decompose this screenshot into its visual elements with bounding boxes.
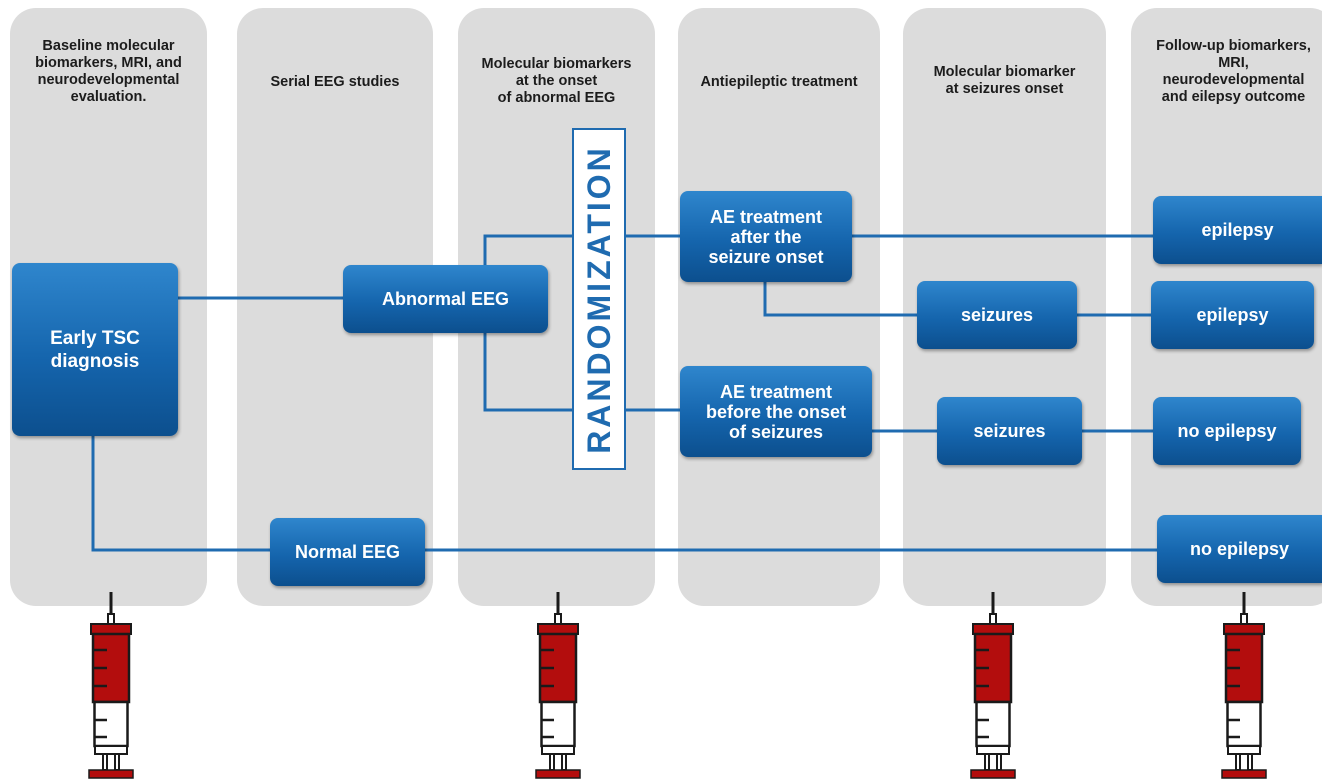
syringe-icon (535, 592, 581, 779)
epilepsy-box: epilepsy (1151, 281, 1314, 349)
ae-treatment-before-box: AE treatment before the onset of seizure… (680, 366, 872, 457)
epilepsy-box: epilepsy (1153, 196, 1322, 264)
no-epilepsy-box: no epilepsy (1157, 515, 1322, 583)
seizures-box: seizures (937, 397, 1082, 465)
seizures-box: seizures (917, 281, 1077, 349)
column-title: Molecular biomarkers at the onset of abn… (481, 56, 632, 106)
column-title: Molecular biomarker at seizures onset (933, 64, 1076, 97)
connector (91, 436, 270, 552)
column-antiepileptic: Antiepileptic treatment (678, 8, 880, 606)
no-epilepsy-box: no epilepsy (1153, 397, 1301, 465)
randomization-label: RANDOMIZATION (580, 144, 617, 454)
column-title: Antiepileptic treatment (700, 74, 858, 90)
column-title: Baseline molecular biomarkers, MRI, and … (35, 38, 182, 105)
syringe-icon (970, 592, 1016, 779)
abnormal-eeg-box: Abnormal EEG (343, 265, 548, 333)
column-title: Serial EEG studies (270, 74, 400, 90)
connector (763, 282, 918, 317)
randomization-box: RANDOMIZATION (572, 128, 626, 470)
normal-eeg-box: Normal EEG (270, 518, 425, 586)
ae-treatment-after-box: AE treatment after the seizure onset (680, 191, 852, 282)
early-tsc-diagnosis-box: Early TSC diagnosis (12, 263, 178, 436)
column-title: Follow-up biomarkers, MRI, neurodevelopm… (1156, 38, 1311, 105)
syringe-icon (88, 592, 134, 779)
syringe-icon (1221, 592, 1267, 779)
